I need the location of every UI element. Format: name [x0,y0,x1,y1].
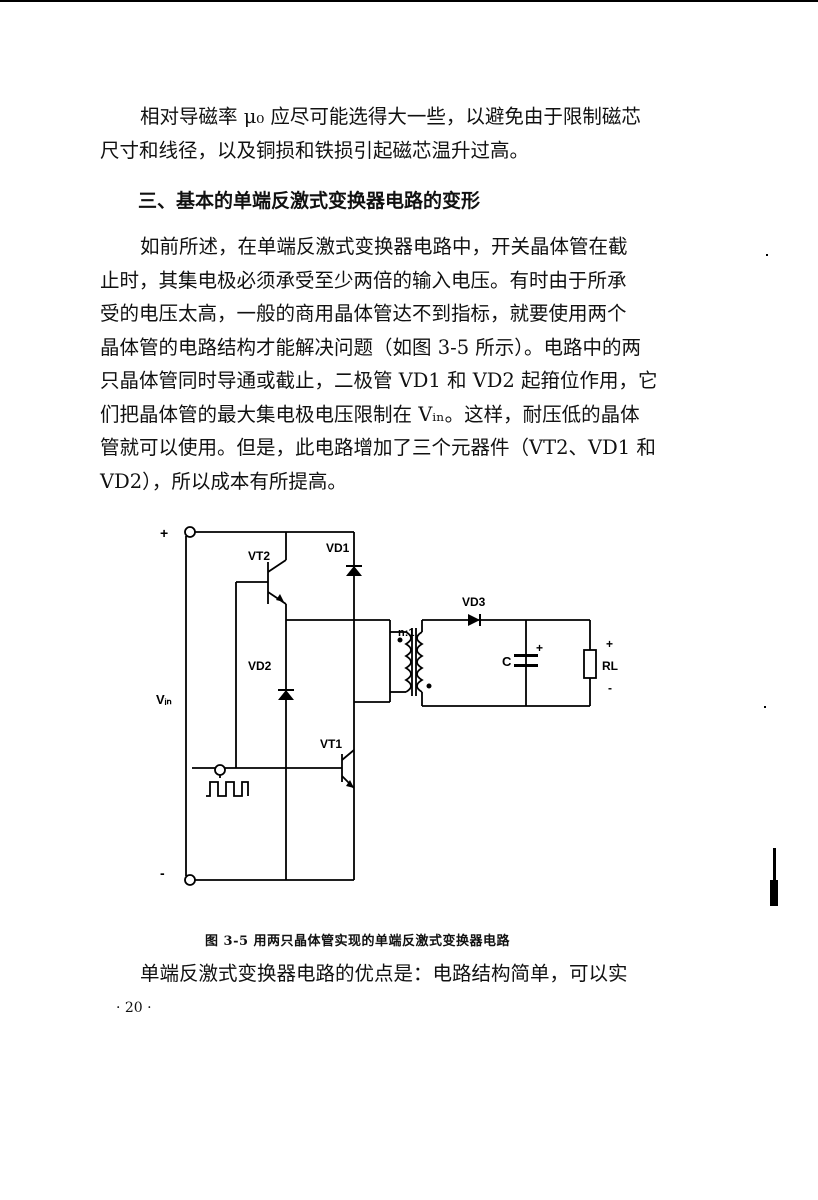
figure-caption: 图 3-5 用两只晶体管实现的单端反激式变换器电路 [205,934,511,949]
paragraph-1-line: 相对导磁率 μ₀ 应尽可能选得大一些，以避免由于限制磁芯 [140,105,641,128]
paragraph-2-line: 们把晶体管的最大集电极电压限制在 Vᵢₙ。这样，耐压低的晶体 [100,402,640,426]
vt1-label: VT1 [320,737,342,751]
margin-mark [770,880,778,906]
vin-label: Vᵢₙ [156,692,172,707]
vd3-label: VD3 [462,595,486,609]
circuit-components [184,526,597,886]
vt2-label: VT2 [248,549,270,563]
margin-speck [764,706,766,708]
input-plus-label: + [160,525,168,541]
output-plus-label: + [606,637,613,651]
margin-mark [773,848,776,906]
circuit-wires [185,531,591,881]
circuit-svg: + - Vᵢₙ VT2 VD1 VD2 VT1 VD3 n:1 C + RL +… [156,525,618,886]
paragraph-2: 如前所述，在单端反激式变换器电路中，开关晶体管在截 止时，其集电极必须承受至少两… [100,230,680,498]
paragraph-1-line: 尺寸和线径，以及铜损和铁损引起磁芯温升过高。 [100,138,530,162]
paragraph-2-line: 如前所述，在单端反激式变换器电路中，开关晶体管在截 [140,235,628,258]
vd2-label: VD2 [248,659,272,673]
turns-ratio-label: n:1 [398,627,415,639]
paragraph-2-line: 晶体管的电路结构才能解决问题（如图 3-5 所示）。电路中的两 [100,335,642,359]
input-minus-label: - [160,865,165,881]
paragraph-2-line: VD2），所以成本有所提高。 [100,469,347,493]
paragraph-2-line: 只晶体管同时导通或截止，二极管 VD1 和 VD2 起箝位作用，它 [100,369,658,392]
capacitor-plus-label: + [536,641,543,655]
output-minus-label: - [608,681,612,695]
paragraph-2-line: 管就可以使用。但是，此电路增加了三个元器件（VT2、VD1 和 [100,436,656,459]
capacitor-label: C [502,654,512,669]
top-border-rule [0,0,818,2]
page-number: · 20 · [116,1000,152,1016]
vd1-label: VD1 [326,541,350,555]
paragraph-1: 相对导磁率 μ₀ 应尽可能选得大一些，以避免由于限制磁芯 尺寸和线径，以及铜损和… [100,100,680,167]
paragraph-3: 单端反激式变换器电路的优点是：电路结构简单，可以实 [100,957,680,991]
paragraph-2-line: 受的电压太高，一般的商用晶体管达不到指标，就要使用两个 [100,302,627,325]
circuit-diagram: + - Vᵢₙ VT2 VD1 VD2 VT1 VD3 n:1 C + RL +… [150,520,620,900]
paragraph-3-line: 单端反激式变换器电路的优点是：电路结构简单，可以实 [140,962,628,985]
section-heading: 三、基本的单端反激式变换器电路的变形 [138,190,481,212]
margin-speck [766,254,768,256]
paragraph-2-line: 止时，其集电极必须承受至少两倍的输入电压。有时由于所承 [100,268,627,292]
load-resistor-label: RL [602,659,618,673]
